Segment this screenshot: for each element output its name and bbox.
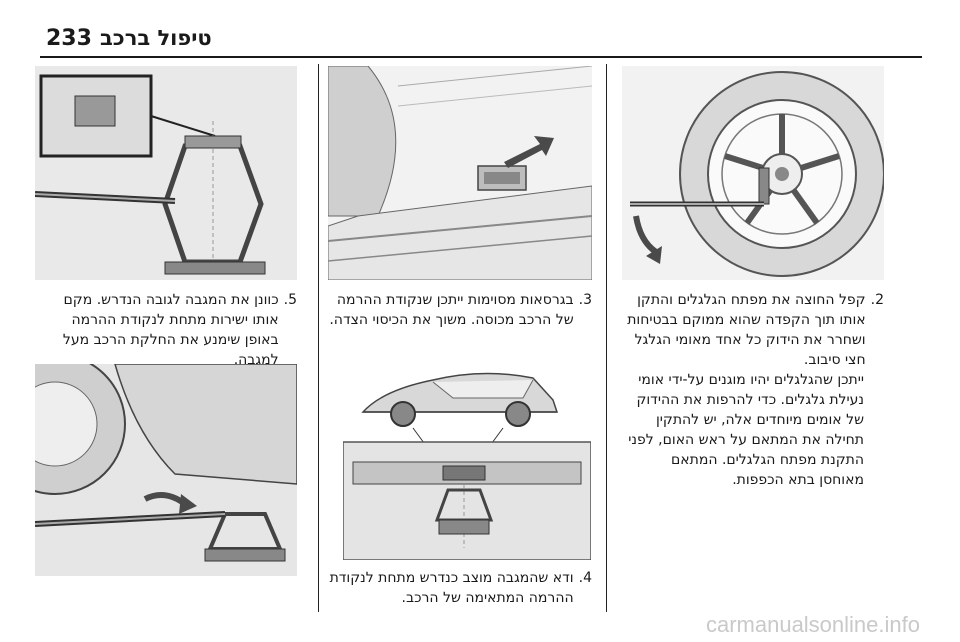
step-number: 3.	[578, 292, 592, 308]
column-divider	[318, 64, 319, 612]
step-4: 4. ודא שהמגבה מוצב כנדרש מתחת לנקודת ההר…	[328, 568, 592, 608]
column-divider	[606, 64, 607, 612]
step-2: 2. קפל החוצה את מפתח הגלגלים והתקן אותו …	[622, 290, 884, 490]
header-rule	[40, 56, 922, 58]
jack-height-adjust-illustration	[35, 66, 297, 280]
step-number: 5.	[283, 292, 297, 308]
jack-point-cover-illustration	[328, 66, 592, 280]
car-jack-position-illustration	[343, 350, 591, 560]
step-number: 2.	[870, 292, 884, 308]
step-text: בגרסאות מסוימות ייתכן שנקודת ההרמה של הר…	[329, 292, 574, 328]
step-text: ודא שהמגבה מוצב כנדרש מתחת לנקודת ההרמה …	[329, 570, 574, 606]
step-text: כוונן את המגבה לגובה הנדרש. מקם אותו ישי…	[62, 292, 279, 368]
step-number: 4.	[578, 570, 592, 586]
step-text: קפל החוצה את מפתח הגלגלים והתקן אותו תוך…	[627, 292, 866, 368]
watermark: carmanualsonline.info	[705, 612, 920, 637]
page-number: 233	[46, 26, 92, 51]
jack-under-car-illustration	[35, 364, 297, 576]
step-3: 3. בגרסאות מסוימות ייתכן שנקודת ההרמה של…	[328, 290, 592, 330]
note-text: ייתכן שהגלגלים יהיו מוגנים על-ידי אומי נ…	[628, 372, 864, 488]
step-5: 5. כוונן את המגבה לגובה הנדרש. מקם אותו …	[35, 290, 297, 370]
wheel-wrench-illustration	[622, 66, 884, 280]
page-title: טיפול ברכב	[100, 26, 212, 50]
